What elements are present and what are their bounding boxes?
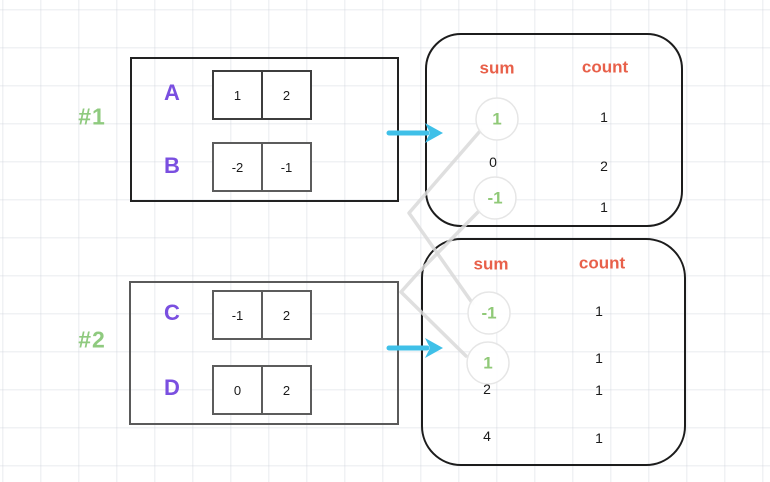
result-1-row-1-sum: 0 [489, 154, 497, 170]
array-b-cell-0: -2 [212, 142, 263, 192]
array-c-label: C [164, 300, 180, 325]
array-b-cell-1: -1 [261, 142, 312, 192]
array-b-value-0: -2 [231, 159, 244, 175]
array-d-label: D [164, 375, 180, 400]
example-2-result-table [421, 238, 686, 466]
result-1-row-0-sum: 1 [492, 109, 502, 129]
result-2-row-0-count: 1 [595, 303, 603, 319]
result-2-row-1-sum: 1 [483, 353, 493, 373]
result-1-row-2-count: 1 [600, 199, 608, 215]
example-1-result-table [425, 33, 683, 227]
example-1-input-box [130, 57, 399, 202]
array-c-value-1: 2 [282, 307, 291, 323]
array-b-label: B [164, 153, 180, 178]
result-2-row-3-count: 1 [595, 430, 603, 446]
array-b-value-1: -1 [280, 159, 293, 175]
example-1-label: #1 [78, 103, 106, 130]
result-1-row-0-count: 1 [600, 109, 608, 125]
array-d-cell-0: 0 [212, 365, 263, 415]
example-2-input-box [129, 281, 399, 425]
array-a-value-0: 1 [233, 87, 242, 103]
array-d-cells: 0 2 [212, 365, 312, 415]
array-a-cell-0: 1 [212, 70, 263, 120]
result-1-sum-header: sum [479, 58, 515, 78]
array-a-label: A [164, 80, 180, 105]
array-a-cell-1: 2 [261, 70, 312, 120]
array-c-value-0: -1 [231, 307, 244, 323]
result-2-row-1-count: 1 [595, 350, 603, 366]
result-2-row-3-sum: 4 [483, 428, 491, 444]
result-2-row-2-sum: 2 [483, 381, 491, 397]
array-c-cell-0: -1 [212, 290, 263, 340]
result-2-sum-header: sum [473, 254, 509, 274]
example-2-label: #2 [78, 326, 106, 353]
result-1-row-2-sum: -1 [487, 188, 503, 208]
array-d-cell-1: 2 [261, 365, 312, 415]
result-2-count-header: count [578, 253, 626, 273]
array-b-cells: -2 -1 [212, 142, 312, 192]
result-1-row-1-count: 2 [600, 158, 608, 174]
array-d-value-0: 0 [233, 382, 242, 398]
result-2-row-2-count: 1 [595, 382, 603, 398]
array-d-value-1: 2 [282, 382, 291, 398]
array-a-value-1: 2 [282, 87, 291, 103]
array-a-cells: 1 2 [212, 70, 312, 120]
array-c-cell-1: 2 [261, 290, 312, 340]
result-1-count-header: count [581, 57, 629, 77]
result-2-row-0-sum: -1 [481, 303, 497, 323]
array-c-cells: -1 2 [212, 290, 312, 340]
